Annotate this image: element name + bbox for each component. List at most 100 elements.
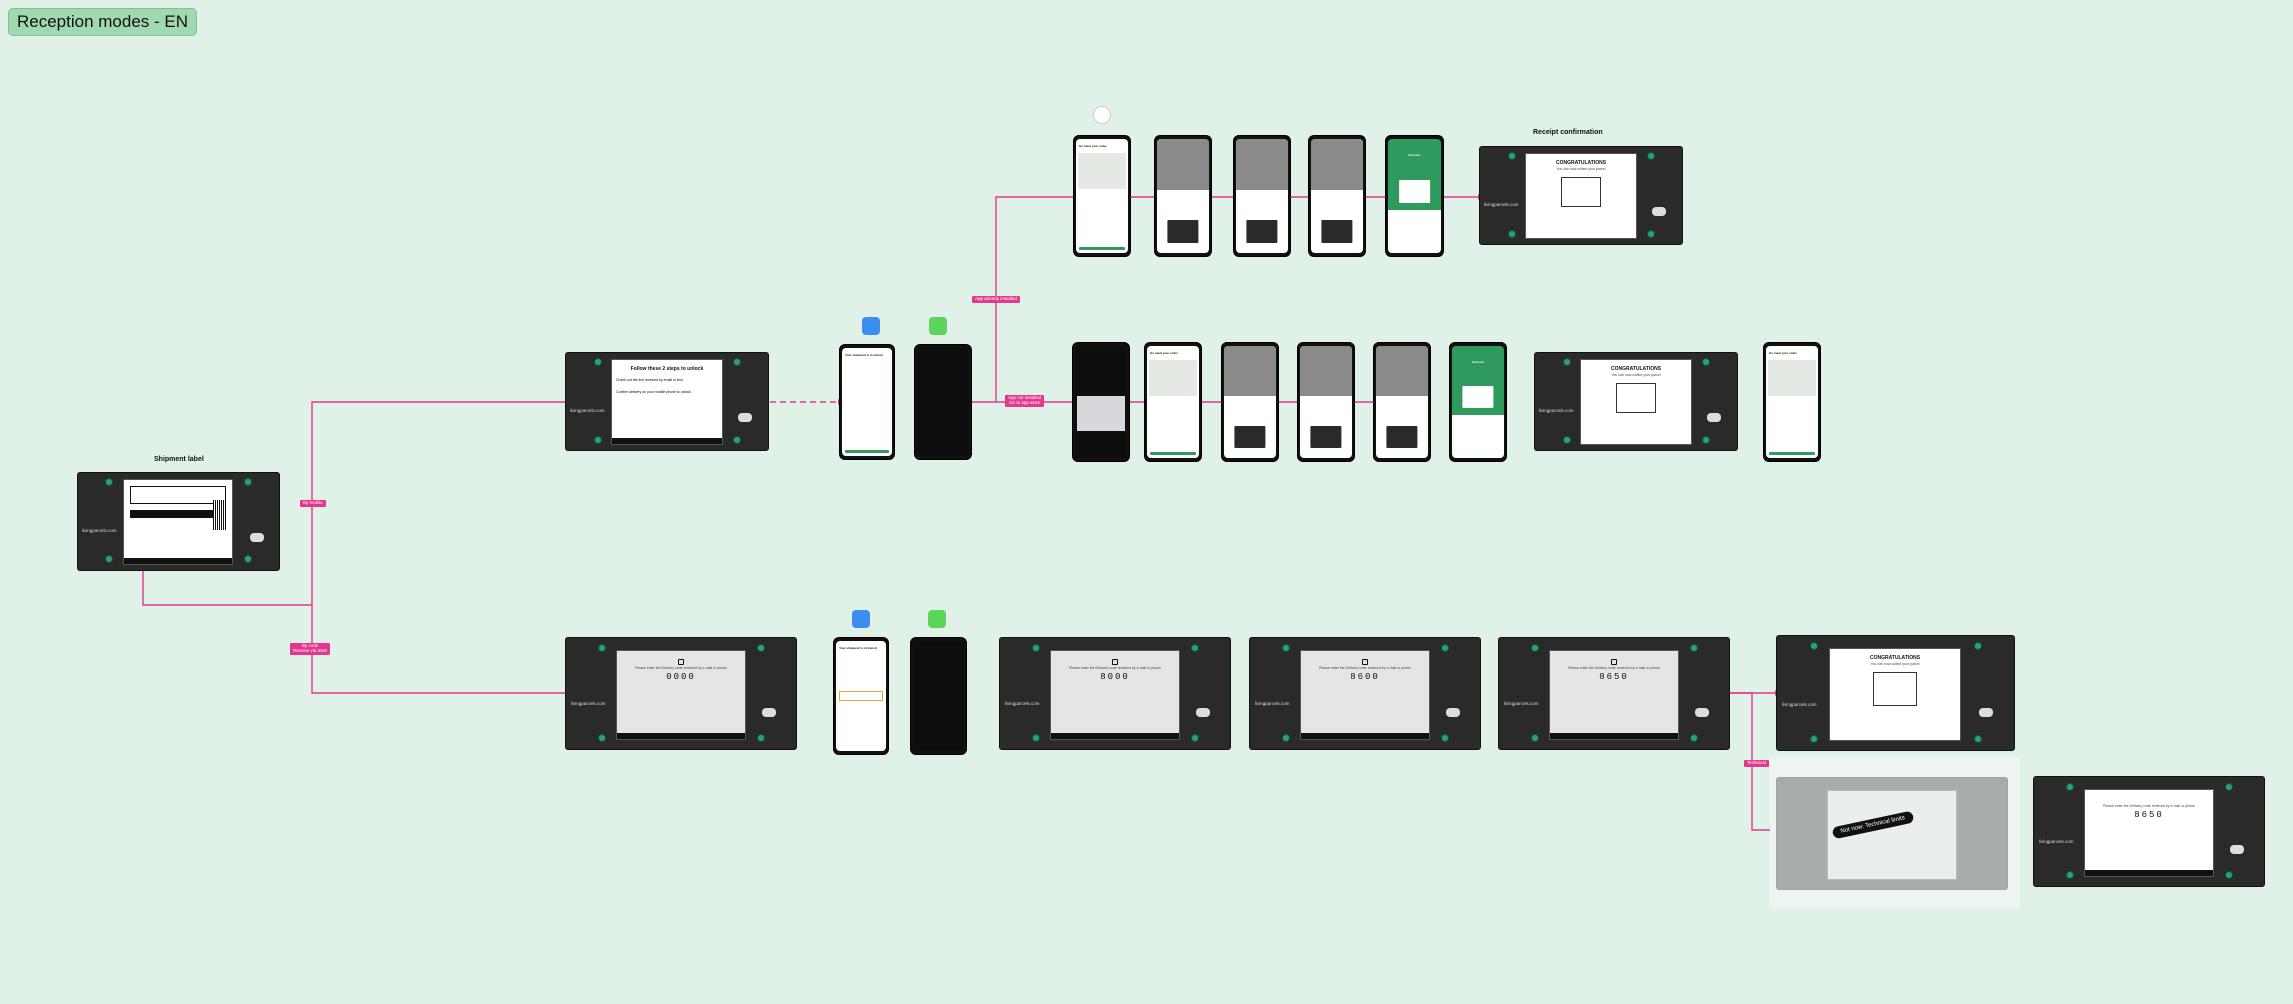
phone-top-map[interactable]: Go meet your order bbox=[1073, 135, 1131, 257]
phone-sms-message[interactable] bbox=[914, 344, 972, 460]
phone-top-unlock-3[interactable] bbox=[1308, 135, 1366, 257]
kiosk-nav-button[interactable] bbox=[733, 358, 741, 366]
map-title: Go meet your order bbox=[1769, 351, 1797, 355]
kiosk-nav-button[interactable] bbox=[1647, 230, 1655, 238]
kiosk-nav-button[interactable] bbox=[105, 555, 113, 563]
kiosk-screen-footer bbox=[2085, 870, 2213, 876]
map-view[interactable] bbox=[1078, 153, 1126, 190]
follow-steps-title: Follow these 2 steps to unlock bbox=[630, 366, 704, 372]
phone-app-store[interactable] bbox=[1072, 342, 1130, 462]
code-instruction: Please enter the Delivery code received … bbox=[635, 666, 727, 670]
kiosk-nav-button[interactable] bbox=[598, 734, 606, 742]
phone-map-final[interactable]: Go meet your order bbox=[1763, 342, 1821, 462]
kiosk-shipment-label[interactable]: livingparcels.com bbox=[77, 472, 280, 571]
kiosk-code-entry-2[interactable]: livingparcels.com Please enter the Deliv… bbox=[1249, 637, 1481, 750]
phone-primary-button[interactable] bbox=[1769, 452, 1815, 455]
kiosk-nav-button[interactable] bbox=[1531, 644, 1539, 652]
kiosk-nav-button[interactable] bbox=[594, 436, 602, 444]
phone-unlock-step-3[interactable] bbox=[1373, 342, 1431, 462]
kiosk-nav-button[interactable] bbox=[733, 436, 741, 444]
phone-screen bbox=[1311, 139, 1363, 253]
phone-unlock-step-1[interactable] bbox=[1221, 342, 1279, 462]
kiosk-code-entry-retry[interactable]: livingparcels.com Please enter the Deliv… bbox=[2033, 776, 2265, 887]
kiosk-nav-button[interactable] bbox=[2066, 783, 2074, 791]
code-input[interactable]: 0000 bbox=[666, 672, 696, 682]
kiosk-nav-button[interactable] bbox=[2066, 871, 2074, 879]
email-app-icon bbox=[852, 610, 870, 628]
phone-unlock-step-2[interactable] bbox=[1297, 342, 1355, 462]
kiosk-nav-button[interactable] bbox=[1508, 230, 1516, 238]
map-view[interactable] bbox=[1768, 360, 1816, 396]
locker-illustration bbox=[1873, 672, 1917, 706]
kiosk-nav-button[interactable] bbox=[1282, 644, 1290, 652]
code-input[interactable]: 8650 bbox=[1599, 672, 1629, 682]
phone-top-unlock-2[interactable] bbox=[1233, 135, 1291, 257]
map-view[interactable] bbox=[1149, 360, 1197, 396]
kiosk-nav-button[interactable] bbox=[2225, 783, 2233, 791]
kiosk-nav-button[interactable] bbox=[105, 478, 113, 486]
kiosk-nav-button[interactable] bbox=[1702, 358, 1710, 366]
kiosk-thumbnail bbox=[1234, 425, 1266, 448]
kiosk-receipt-confirmation[interactable]: livingparcels.com CONGRATULATIONS You ca… bbox=[1479, 146, 1683, 245]
kiosk-nav-button[interactable] bbox=[1032, 734, 1040, 742]
kiosk-nav-button[interactable] bbox=[1282, 734, 1290, 742]
phone-sms-code[interactable] bbox=[910, 637, 967, 755]
kiosk-screen-footer bbox=[1550, 733, 1678, 739]
kiosk-code-entry-0[interactable]: livingparcels.com Please enter the Deliv… bbox=[565, 637, 797, 750]
follow-steps-screen: Follow these 2 steps to unlock Check out… bbox=[611, 359, 723, 445]
code-screen: Please enter the Delivery code received … bbox=[1050, 650, 1180, 740]
kiosk-nav-button[interactable] bbox=[2225, 871, 2233, 879]
congrats-subtitle: You can now collect your parcel bbox=[1870, 662, 1920, 666]
phone-map[interactable]: Go meet your order bbox=[1144, 342, 1202, 462]
app-not-installed-tag: App not installed Go to app store bbox=[1005, 395, 1045, 407]
kiosk-nav-button[interactable] bbox=[1032, 644, 1040, 652]
kiosk-nav-button[interactable] bbox=[244, 555, 252, 563]
kiosk-nav-button[interactable] bbox=[1531, 734, 1539, 742]
phone-primary-button[interactable] bbox=[1150, 452, 1196, 455]
kiosk-nav-button[interactable] bbox=[1974, 735, 1982, 743]
speaker-icon bbox=[2230, 845, 2244, 854]
speaker-icon bbox=[250, 533, 264, 542]
phone-screen: Your shipment is in transit bbox=[842, 348, 892, 456]
kiosk-nav-button[interactable] bbox=[1191, 644, 1199, 652]
kiosk-nav-button[interactable] bbox=[244, 478, 252, 486]
phone-top-unlock-1[interactable] bbox=[1154, 135, 1212, 257]
kiosk-nav-button[interactable] bbox=[1810, 735, 1818, 743]
phone-email-message[interactable]: Your shipment is in transit bbox=[839, 344, 895, 460]
kiosk-nav-button[interactable] bbox=[1441, 644, 1449, 652]
kiosk-nav-button[interactable] bbox=[1690, 734, 1698, 742]
kiosk-congratulations-app[interactable]: livingparcels.com CONGRATULATIONS You ca… bbox=[1534, 352, 1738, 451]
phone-top-success[interactable]: Success bbox=[1385, 135, 1444, 257]
kiosk-nav-button[interactable] bbox=[757, 644, 765, 652]
success-title: Success bbox=[1408, 153, 1421, 157]
code-instruction: Please enter the Delivery code received … bbox=[2103, 804, 2195, 808]
kiosk-nav-button[interactable] bbox=[757, 734, 765, 742]
kiosk-nav-button[interactable] bbox=[1191, 734, 1199, 742]
kiosk-nav-button[interactable] bbox=[598, 644, 606, 652]
code-input[interactable]: 8000 bbox=[1100, 672, 1130, 682]
kiosk-nav-button[interactable] bbox=[1508, 152, 1516, 160]
phone-primary-button[interactable] bbox=[1079, 247, 1125, 250]
code-highlight bbox=[839, 691, 883, 701]
kiosk-nav-button[interactable] bbox=[1690, 644, 1698, 652]
kiosk-nav-button[interactable] bbox=[1702, 436, 1710, 444]
kiosk-nav-button[interactable] bbox=[1563, 436, 1571, 444]
kiosk-follow-steps[interactable]: livingparcels.com Follow these 2 steps t… bbox=[565, 352, 769, 451]
kiosk-code-entry-3[interactable]: livingparcels.com Please enter the Deliv… bbox=[1498, 637, 1730, 750]
code-screen: Please enter the Delivery code received … bbox=[2084, 789, 2214, 877]
kiosk-code-entry-1[interactable]: livingparcels.com Please enter the Deliv… bbox=[999, 637, 1231, 750]
kiosk-nav-button[interactable] bbox=[594, 358, 602, 366]
success-footer bbox=[1452, 415, 1504, 458]
code-input[interactable]: 8650 bbox=[2134, 810, 2164, 820]
congrats-title: CONGRATULATIONS bbox=[1610, 366, 1662, 372]
phone-email-code[interactable]: Your shipment is in transit bbox=[833, 637, 889, 755]
kiosk-nav-button[interactable] bbox=[1647, 152, 1655, 160]
kiosk-congratulations-code[interactable]: livingparcels.com CONGRATULATIONS You ca… bbox=[1776, 635, 2015, 751]
phone-primary-button[interactable] bbox=[845, 450, 889, 453]
kiosk-nav-button[interactable] bbox=[1974, 642, 1982, 650]
kiosk-nav-button[interactable] bbox=[1441, 734, 1449, 742]
code-input[interactable]: 8600 bbox=[1350, 672, 1380, 682]
kiosk-nav-button[interactable] bbox=[1810, 642, 1818, 650]
kiosk-nav-button[interactable] bbox=[1563, 358, 1571, 366]
phone-success[interactable]: Success bbox=[1449, 342, 1507, 462]
